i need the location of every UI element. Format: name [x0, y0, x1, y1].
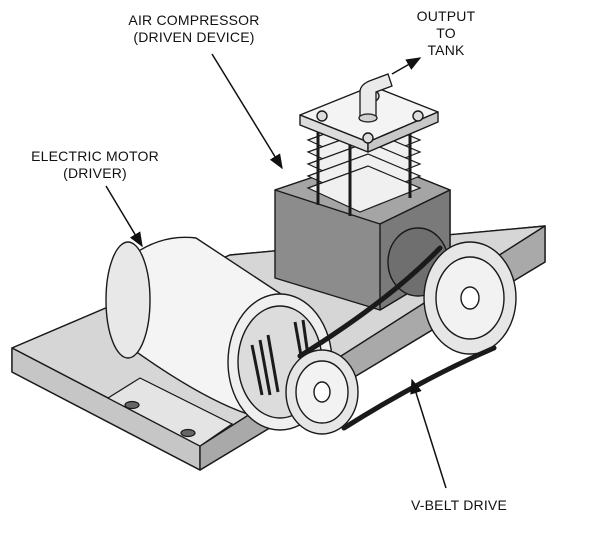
- motor-mount-foot: [106, 377, 234, 447]
- output-to-tank-label: OUTPUT TO TANK: [404, 8, 488, 59]
- output-line-1: OUTPUT: [416, 8, 476, 24]
- electric-motor-label: ELECTRIC MOTOR (DRIVER): [20, 148, 170, 182]
- outlet-elbow: [358, 73, 393, 123]
- motor-pulley: [285, 349, 359, 435]
- air-compressor-line-1: AIR COMPRESSOR: [128, 12, 260, 28]
- output-line-3: TANK: [427, 42, 465, 58]
- electric-motor-line-1: ELECTRIC MOTOR: [31, 148, 159, 164]
- output-line-2: TO: [436, 25, 456, 41]
- leader-lines: [105, 53, 447, 489]
- air-compressor-line-2: (DRIVEN DEVICE): [133, 29, 255, 45]
- v-belt-drive-label: V-BELT DRIVE: [404, 497, 514, 514]
- v-belt-drive-line-1: V-BELT DRIVE: [410, 497, 508, 513]
- compressor-pulley: [423, 241, 517, 355]
- air-compressor-label: AIR COMPRESSOR (DRIVEN DEVICE): [118, 12, 270, 46]
- electric-motor-line-2: (DRIVER): [63, 165, 127, 181]
